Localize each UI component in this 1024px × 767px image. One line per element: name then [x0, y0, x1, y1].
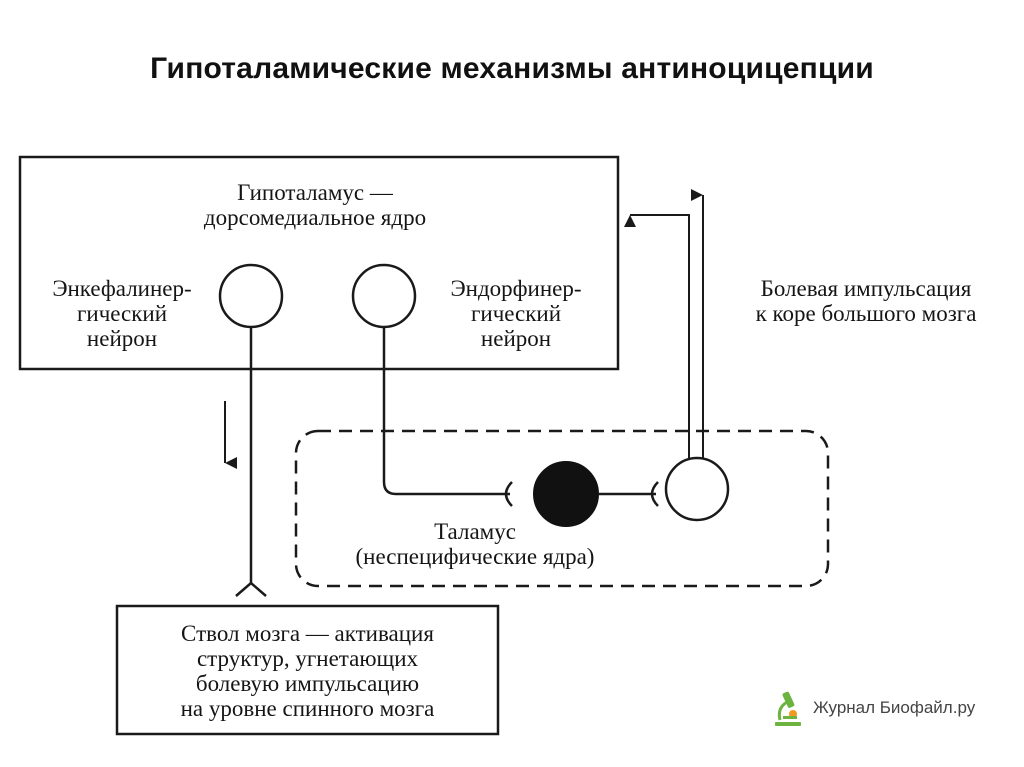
endorphinergic-line-3: нейрон — [480, 326, 552, 351]
enkephalinergic-line-3: нейрон — [86, 326, 158, 351]
enkephalinergic-line-2: гический — [76, 301, 168, 326]
thalamic-black-neuron — [533, 461, 599, 527]
pain-pathway-line-2: к коре большого мозга — [755, 301, 977, 326]
thalamus-line-2: (неспецифические ядра) — [355, 544, 595, 569]
brainstem-line-4: на уровне спинного мозга — [180, 696, 435, 721]
endorphinergic-label: Эндорфинер- гический нейрон — [418, 276, 614, 351]
enkephalinergic-line-1: Энкефалинер- — [52, 276, 192, 301]
ascending-to-hypothalamus — [624, 214, 690, 458]
endorphinergic-line-2: гический — [470, 301, 562, 326]
enkephalinergic-label: Энкефалинер- гический нейрон — [24, 276, 220, 351]
hypothalamus-line-2: дорсомедиальное ядро — [203, 205, 427, 230]
hypothalamus-label: Гипоталамус — дорсомедиальное ядро — [140, 180, 490, 230]
brainstem-line-3: болевую импульсацию — [195, 671, 420, 696]
thalamic-relay-neuron — [664, 456, 730, 522]
brainstem-label: Ствол мозга — активация структур, угнета… — [119, 621, 496, 721]
endorphinergic-synapse — [504, 481, 513, 507]
brainstem-line-1: Ствол мозга — активация — [181, 621, 434, 646]
microscope-icon — [775, 691, 801, 726]
thalamus-label: Таламус (неспецифические ядра) — [320, 519, 630, 569]
thalamus-box — [294, 429, 830, 588]
hypothalamus-line-1: Гипоталамус — — [237, 180, 393, 205]
thalamus-line-1: Таламус — [434, 519, 516, 544]
enkephalinergic-synapse — [235, 581, 267, 597]
watermark-text: Журнал Биофайл.ру — [813, 698, 976, 717]
pain-pathway-label: Болевая импульсация к коре большого мозг… — [716, 276, 1016, 326]
endorphinergic-neuron — [351, 263, 417, 329]
page-title: Гипоталамические механизмы антиноцицепци… — [150, 52, 874, 85]
endorphinergic-line-1: Эндорфинер- — [450, 276, 582, 301]
enkephalinergic-neuron — [218, 263, 284, 329]
brainstem-box — [115, 604, 500, 736]
endorphinergic-axon — [382, 327, 510, 496]
pain-pathway-line-1: Болевая импульсация — [760, 276, 972, 301]
watermark: Журнал Биофайл.ру — [771, 688, 975, 728]
brainstem-line-2: структур, угнетающих — [196, 646, 419, 671]
hypothalamus-box — [18, 155, 620, 371]
black-neuron-synapse — [650, 481, 659, 507]
